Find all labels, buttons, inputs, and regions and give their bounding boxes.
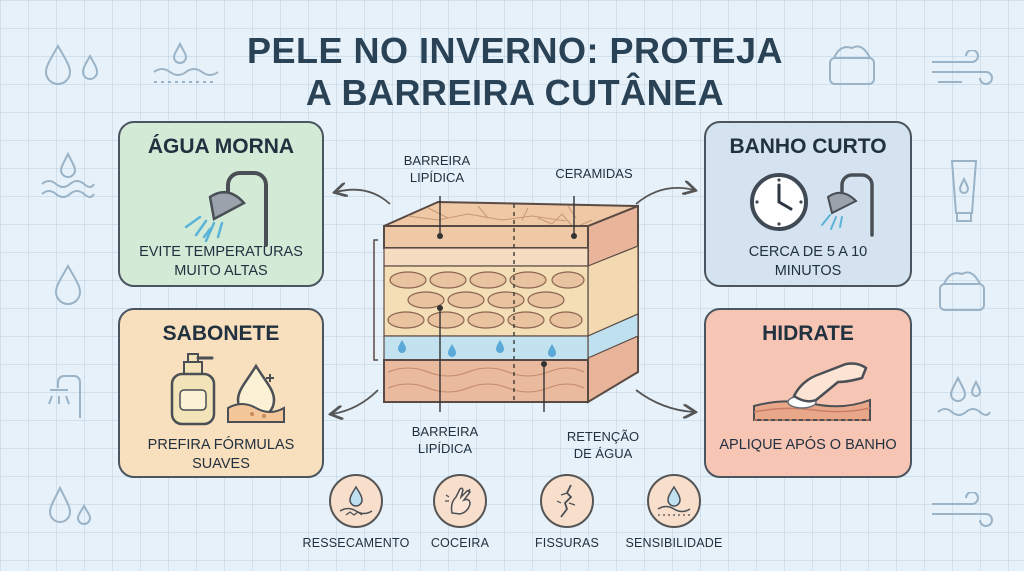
label-barreira-top-line1: BARREIRA (403, 153, 471, 168)
card-banho-curto-title: BANHO CURTO (729, 135, 887, 158)
itch-hand-icon (433, 474, 487, 528)
label-barreira-bottom-line1: BARREIRA (411, 424, 479, 439)
decor-jar-icon (939, 271, 985, 311)
symptom-label-ressecamento: RESSECAMENTO (302, 536, 410, 550)
decor-water-waves-icon (41, 151, 95, 198)
label-ceramidas-text: CERAMIDAS (555, 166, 633, 181)
title-line-1: PELE NO INVERNO: PROTEJA (246, 30, 784, 71)
decor-drops-right-icon (937, 375, 991, 416)
card-sabonete-text: PREFIRA FÓRMULAS SUAVES (147, 437, 295, 472)
soap-bottle-icon (170, 353, 216, 426)
card-sabonete-title: SABONETE (162, 322, 280, 345)
skin-cross-section-diagram (373, 196, 639, 412)
label-retencao-line1: RETENÇÃO (566, 429, 640, 444)
label-ceramidas: CERAMIDAS (534, 165, 654, 182)
symptom-sensibilidade: SENSIBILIDADE (614, 474, 734, 550)
symptom-label-sensibilidade: SENSIBILIDADE (625, 536, 723, 550)
decor-wind-bottom-icon (932, 492, 993, 527)
symptom-fissuras: FISSURAS (522, 474, 612, 550)
card-hidrate: HIDRATE APLIQUE APÓS O BANHO (704, 308, 912, 478)
decor-wind-icon (932, 50, 993, 85)
shower-icon (184, 171, 268, 247)
title-line-2: A BARREIRA CUTÂNEA (305, 72, 725, 113)
symptom-coceira: COCEIRA (420, 474, 500, 550)
label-barreira-top-line2: LIPÍDICA (409, 170, 465, 185)
card-agua-morna: ÁGUA MORNA EVITE TEMPERATURAS MUITO ALTA… (118, 121, 324, 287)
card-hidrate-title: HIDRATE (762, 322, 854, 345)
card-banho-curto-text: CERCA DE 5 A 10 MINUTOS (748, 244, 868, 279)
decor-shower-icon (48, 375, 81, 418)
symptom-label-fissuras: FISSURAS (534, 536, 600, 550)
decor-cream-jar-icon (829, 45, 875, 85)
label-barreira-lipidica-top: BARREIRA LIPÍDICA (392, 152, 482, 186)
card-agua-morna-text: EVITE TEMPERATURAS MUITO ALTAS (139, 244, 303, 279)
label-barreira-bottom-line2: LIPÍDICA (417, 441, 473, 456)
symptom-label-coceira: COCEIRA (430, 536, 490, 550)
gentle-formula-icon (227, 363, 285, 423)
page-title: PELE NO INVERNO: PROTEJA A BARREIRA CUTÂ… (190, 30, 840, 114)
card-banho-curto: BANHO CURTO CERCA DE 5 A 10 MINUTOS (704, 121, 912, 287)
decor-drop-icon (54, 263, 82, 305)
label-barreira-lipidica-bottom: BARREIRA LIPÍDICA (400, 423, 490, 457)
card-sabonete: SABONETE PREFIRA FÓRMULAS SUAVES (118, 308, 324, 478)
dry-skin-icon (329, 474, 383, 528)
clock-icon (750, 173, 808, 231)
crack-icon (540, 474, 594, 528)
hand-cream-icon (753, 362, 871, 421)
decor-drops-bottom-icon (48, 485, 92, 525)
decor-skin-layer-icon (153, 41, 219, 83)
decor-drops-icon (44, 43, 99, 85)
card-agua-morna-title: ÁGUA MORNA (147, 135, 295, 158)
sensitive-drop-icon (647, 474, 701, 528)
symptom-ressecamento: RESSECAMENTO (296, 474, 416, 550)
decor-tube-icon (950, 160, 978, 222)
label-retencao-line2: DE ÁGUA (573, 446, 633, 461)
label-retencao-de-agua: RETENÇÃO DE ÁGUA (548, 428, 658, 462)
card-hidrate-text: APLIQUE APÓS O BANHO (719, 437, 897, 453)
shower-head-icon (821, 173, 874, 237)
